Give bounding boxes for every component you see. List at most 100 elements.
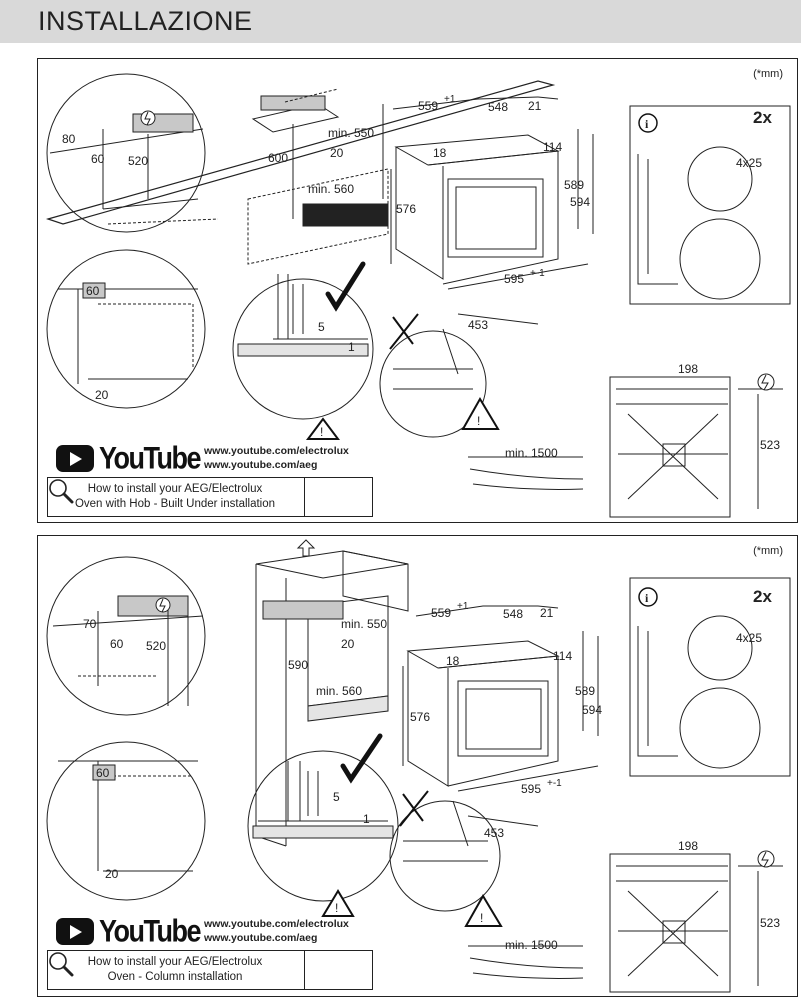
- youtube-url-electrolux[interactable]: www.youtube.com/electrolux: [204, 918, 349, 930]
- dim-label: 18: [433, 146, 447, 160]
- dim-label: 594: [570, 195, 590, 209]
- electric-symbol-icon: [757, 373, 775, 391]
- youtube-url-aeg[interactable]: www.youtube.com/aeg: [204, 932, 318, 944]
- checkmark-icon: [340, 733, 383, 784]
- dim-label: 198: [678, 362, 698, 376]
- dim-label: 559: [418, 99, 438, 113]
- svg-text:i: i: [645, 117, 649, 131]
- dim-label: +-1: [547, 778, 562, 789]
- dim-label: 80: [62, 132, 76, 146]
- howto-divider: [304, 951, 305, 989]
- dim-label: 60: [110, 637, 124, 651]
- cross-icon: [399, 790, 429, 827]
- electric-symbol-icon: [140, 110, 156, 126]
- howto-box[interactable]: How to install your AEG/Electrolux Oven …: [47, 950, 373, 990]
- dim-label: 21: [540, 606, 554, 620]
- warning-icon: !: [464, 894, 503, 927]
- dim-label: +1: [457, 601, 469, 612]
- dim-label: 20: [105, 867, 119, 881]
- dim-label: 70: [83, 617, 97, 631]
- dim-label: 520: [146, 639, 166, 653]
- youtube-url-aeg[interactable]: www.youtube.com/aeg: [204, 459, 318, 471]
- dim-label: 594: [582, 703, 602, 717]
- dim-label: 453: [468, 318, 488, 332]
- dim-label: 60: [86, 284, 100, 298]
- howto-box[interactable]: How to install your AEG/Electrolux Oven …: [47, 477, 373, 517]
- howto-line-1: How to install your AEG/Electrolux: [87, 956, 263, 968]
- youtube-play-icon: [56, 445, 94, 472]
- up-arrow-icon: [296, 539, 316, 557]
- column-diagram: ! ! i (*mm) 70 60 520 590 min. 550 20 mi…: [46, 539, 791, 993]
- dim-label: 453: [484, 826, 504, 840]
- svg-text:!: !: [320, 425, 323, 439]
- dim-label: 198: [678, 839, 698, 853]
- dim-label: 589: [564, 178, 584, 192]
- dim-label: 60: [96, 766, 110, 780]
- dim-label: min. 550: [328, 126, 374, 140]
- header-bar: [0, 0, 801, 43]
- howto-divider: [304, 478, 305, 516]
- dim-label: 20: [330, 146, 344, 160]
- screws-spec: 4x25: [736, 631, 762, 645]
- dim-label: 114: [543, 140, 562, 154]
- screws-count: 2x: [753, 587, 772, 606]
- checkmark-icon: [325, 261, 366, 312]
- youtube-logo-text: YouTube: [99, 914, 201, 949]
- screws-spec: 4x25: [736, 156, 762, 170]
- howto-text: How to install your AEG/Electrolux Oven …: [50, 955, 300, 985]
- dim-label: 559: [431, 606, 451, 620]
- unit-note: (*mm): [753, 545, 783, 557]
- dim-label: 20: [341, 637, 355, 651]
- dim-label: 5: [318, 320, 325, 334]
- howto-line-2: Oven with Hob - Built Under installation: [74, 498, 276, 510]
- panel-column: ! ! i (*mm) 70 60 520 590 min. 550 20 mi…: [37, 535, 798, 997]
- panel-built-under: ! ! i (*mm) 80 60 520 600 min. 550 20 mi…: [37, 58, 798, 523]
- search-icon[interactable]: [48, 951, 74, 977]
- electric-symbol-icon: [757, 850, 775, 868]
- screws-count: 2x: [753, 108, 772, 127]
- svg-text:!: !: [335, 901, 338, 915]
- dim-label: +1: [444, 94, 456, 105]
- youtube-logo: YouTube: [56, 441, 201, 477]
- page-title: INSTALLAZIONE: [38, 6, 253, 36]
- youtube-play-icon: [56, 918, 94, 945]
- youtube-urls: www.youtube.com/electrolux www.youtube.c…: [204, 917, 349, 945]
- dim-label: 576: [410, 710, 430, 724]
- dim-label: 60: [91, 152, 105, 166]
- info-icon: i: [638, 587, 658, 607]
- youtube-logo-text: YouTube: [99, 441, 201, 476]
- search-icon[interactable]: [48, 478, 74, 504]
- cross-icon: [389, 313, 419, 350]
- dim-label: 18: [446, 654, 460, 668]
- svg-text:!: !: [480, 911, 483, 925]
- youtube-urls: www.youtube.com/electrolux www.youtube.c…: [204, 444, 349, 472]
- electric-symbol-icon: [155, 597, 171, 613]
- warning-icon: !: [321, 889, 355, 917]
- built-under-diagram: ! ! i (*mm) 80 60 520 600 min. 550 20 mi…: [45, 68, 791, 518]
- dim-label: 114: [553, 649, 572, 663]
- dim-label: 590: [288, 658, 308, 672]
- dim-label: 1: [348, 340, 355, 354]
- dim-label: 20: [95, 388, 109, 402]
- dim-label: 600: [268, 151, 288, 165]
- dim-label: min. 560: [308, 182, 354, 196]
- dim-label: 595: [504, 272, 524, 286]
- dim-label: 595: [521, 782, 541, 796]
- dim-label: 576: [396, 202, 416, 216]
- dim-label: 548: [503, 607, 523, 621]
- dim-label: 1: [363, 812, 370, 826]
- warning-icon: !: [461, 397, 500, 430]
- dim-label: 520: [128, 154, 148, 168]
- cable-min-label: min. 1500: [505, 446, 558, 460]
- svg-text:!: !: [477, 414, 480, 428]
- howto-text: How to install your AEG/Electrolux Oven …: [50, 482, 300, 512]
- dim-label: +-1: [530, 268, 545, 279]
- info-icon: i: [638, 113, 658, 133]
- dim-label: 5: [333, 790, 340, 804]
- howto-line-2: Oven - Column installation: [107, 971, 243, 983]
- youtube-url-electrolux[interactable]: www.youtube.com/electrolux: [204, 445, 349, 457]
- dim-label: 21: [528, 99, 542, 113]
- dim-label: min. 550: [341, 617, 387, 631]
- youtube-logo: YouTube: [56, 914, 201, 950]
- dim-label: 523: [760, 916, 780, 930]
